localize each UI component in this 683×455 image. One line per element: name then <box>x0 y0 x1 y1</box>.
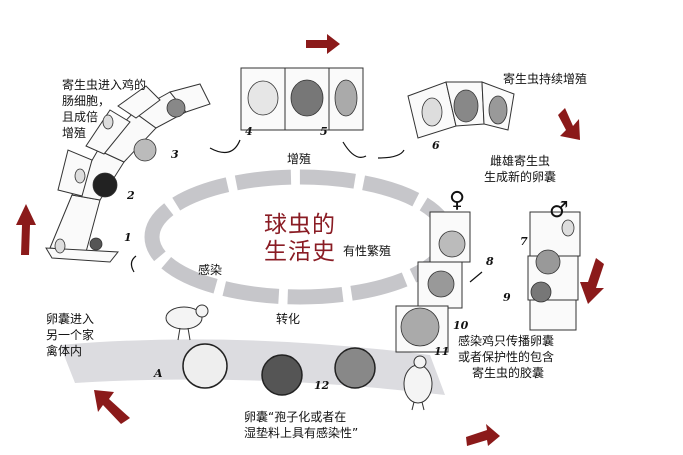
intestine-contents-right <box>400 219 575 347</box>
arrow-left <box>16 204 36 255</box>
note-enter-intestine-1: 寄生虫进入鸡的 <box>62 78 147 92</box>
note-sporulation-1: 卵囊“孢子化或者在 <box>244 410 347 424</box>
label-infection: 感染 <box>198 263 223 277</box>
note-sporulation-2: 湿垫料上具有感染性” <box>244 426 359 440</box>
stage-number-5: 5 <box>320 125 328 138</box>
intestine-contents-top <box>247 79 358 117</box>
oocyst-a <box>182 343 228 389</box>
label-proliferation: 增殖 <box>287 152 312 166</box>
note-new-host-3: 禽体内 <box>46 344 83 358</box>
stage-number-12: 12 <box>314 379 330 392</box>
male-symbol-icon: ♂ <box>549 198 569 223</box>
stage-label-a: A <box>154 367 163 380</box>
intestine-cells-left <box>45 83 211 263</box>
note-keep-proliferating: 寄生虫持续增殖 <box>503 72 588 86</box>
oocyst-b <box>261 354 303 396</box>
female-symbol-icon: ♀ <box>449 188 466 213</box>
note-new-host-1: 卵囊进入 <box>46 312 95 326</box>
stage-number-9: 9 <box>503 291 511 304</box>
stage-number-2: 2 <box>127 189 135 202</box>
note-enter-intestine-4: 增殖 <box>62 126 87 140</box>
big-red-arrows <box>16 34 604 446</box>
stage-number-1: 1 <box>124 231 132 244</box>
note-new-host-2: 另一个家 <box>46 328 95 342</box>
outside-host-band <box>60 339 445 395</box>
stage-number-3: 3 <box>171 148 179 161</box>
title-line-2: 生活史 <box>264 239 336 265</box>
bird-left <box>165 304 209 341</box>
note-carrier-3: 寄生虫的胶囊 <box>472 366 545 380</box>
label-transform: 转化 <box>276 312 301 326</box>
stage-number-7: 7 <box>520 235 528 248</box>
arrow-top <box>306 34 340 54</box>
note-enter-intestine-2: 肠细胞， <box>62 94 111 108</box>
note-new-oocyst-2: 生成新的卵囊 <box>484 170 557 184</box>
arrow-bottom-right <box>466 424 500 446</box>
label-sexual-reproduction: 有性繁殖 <box>343 244 392 258</box>
stage-number-8: 8 <box>486 255 494 268</box>
arrow-top-right <box>558 108 580 140</box>
note-enter-intestine-3: 且成倍 <box>62 110 99 124</box>
process-arrows <box>130 139 483 283</box>
title-line-1: 球虫的 <box>264 212 336 238</box>
oocysts <box>182 343 376 396</box>
stage-number-10: 10 <box>453 319 469 332</box>
intestine-contents-right-top <box>421 89 508 127</box>
intestine-nuclei-left <box>54 98 186 254</box>
bird-right <box>403 355 433 411</box>
note-new-oocyst-1: 雌雄寄生虫 <box>490 154 551 168</box>
arrow-bottom-left <box>94 390 130 424</box>
arrow-right <box>580 258 604 304</box>
stage-number-4: 4 <box>245 125 253 138</box>
stage-number-6: 6 <box>432 139 440 152</box>
stage-number-11: 11 <box>434 345 450 358</box>
note-carrier-2: 或者保护性的包含 <box>458 350 555 364</box>
note-carrier-1: 感染鸡只传播卵囊 <box>458 334 555 348</box>
oocyst-c <box>334 347 376 389</box>
